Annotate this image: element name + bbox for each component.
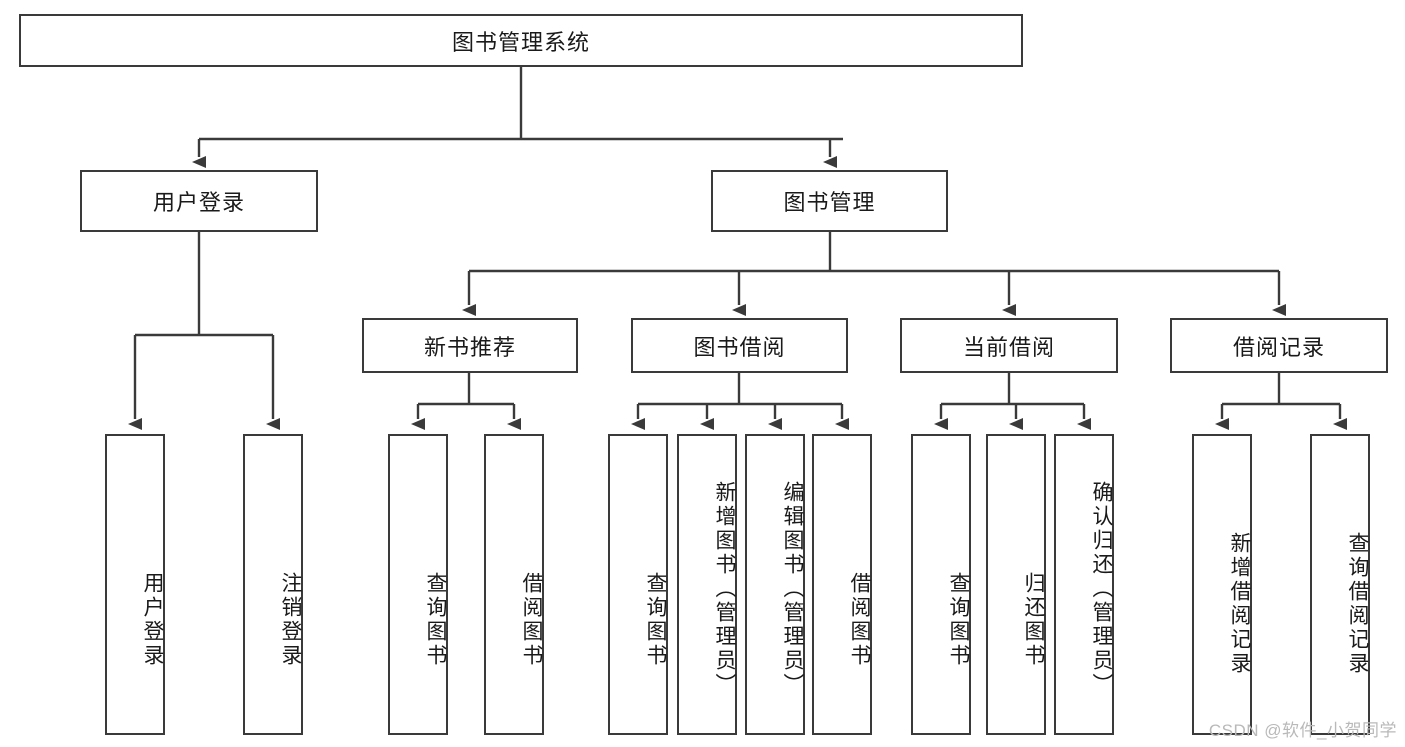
node-current-borrow-label: 当前借阅 — [962, 334, 1055, 360]
leaf-query-book-current[interactable]: 查询图书 — [911, 434, 971, 735]
leaf-borrow-book-recommend-label: 借阅图书 — [520, 571, 543, 668]
node-borrow-records-label: 借阅记录 — [1232, 334, 1325, 360]
leaf-confirm-return-admin[interactable]: 确认归还（管理员） — [1054, 434, 1114, 735]
leaf-logout[interactable]: 注销登录 — [243, 434, 303, 735]
leaf-borrow-book[interactable]: 借阅图书 — [812, 434, 872, 735]
node-root-label: 图书管理系统 — [451, 29, 590, 55]
leaf-borrow-book-label: 借阅图书 — [848, 571, 871, 668]
csdn-watermark: CSDN @软件_小贺同学 — [1208, 721, 1397, 740]
node-book-borrow[interactable]: 图书借阅 — [631, 318, 848, 373]
leaf-add-book-admin[interactable]: 新增图书（管理员） — [677, 434, 737, 735]
node-book-management-label: 图书管理 — [783, 190, 876, 215]
leaf-add-borrow-record-label: 新增借阅记录 — [1228, 531, 1251, 676]
node-new-book-recommend-label: 新书推荐 — [423, 334, 516, 360]
leaf-add-borrow-record[interactable]: 新增借阅记录 — [1192, 434, 1252, 735]
leaf-user-login[interactable]: 用户登录 — [105, 434, 165, 735]
leaf-return-book[interactable]: 归还图书 — [986, 434, 1046, 735]
node-new-book-recommend[interactable]: 新书推荐 — [362, 318, 578, 373]
leaf-query-borrow-record-label: 查询借阅记录 — [1346, 531, 1369, 676]
node-book-management[interactable]: 图书管理 — [711, 170, 948, 232]
leaf-return-book-label: 归还图书 — [1022, 571, 1045, 668]
leaf-confirm-return-admin-label: 确认归还（管理员） — [1090, 480, 1113, 697]
leaf-query-book-borrow-label: 查询图书 — [644, 571, 667, 668]
leaf-borrow-book-recommend[interactable]: 借阅图书 — [484, 434, 544, 735]
leaf-add-book-admin-label: 新增图书（管理员） — [713, 480, 736, 697]
node-root[interactable]: 图书管理系统 — [19, 14, 1023, 67]
leaf-query-book-borrow[interactable]: 查询图书 — [608, 434, 668, 735]
node-user-login-label: 用户登录 — [152, 190, 245, 215]
leaf-query-book-recommend[interactable]: 查询图书 — [388, 434, 448, 735]
node-book-borrow-label: 图书借阅 — [693, 334, 786, 360]
leaf-query-book-current-label: 查询图书 — [947, 571, 970, 668]
leaf-user-login-label: 用户登录 — [141, 571, 164, 668]
leaf-logout-label: 注销登录 — [279, 571, 302, 668]
node-current-borrow[interactable]: 当前借阅 — [900, 318, 1118, 373]
leaf-edit-book-admin-label: 编辑图书（管理员） — [781, 480, 804, 697]
node-user-login[interactable]: 用户登录 — [80, 170, 318, 232]
leaf-query-borrow-record[interactable]: 查询借阅记录 — [1310, 434, 1370, 735]
node-borrow-records[interactable]: 借阅记录 — [1170, 318, 1388, 373]
leaf-edit-book-admin[interactable]: 编辑图书（管理员） — [745, 434, 805, 735]
leaf-query-book-recommend-label: 查询图书 — [424, 571, 447, 668]
